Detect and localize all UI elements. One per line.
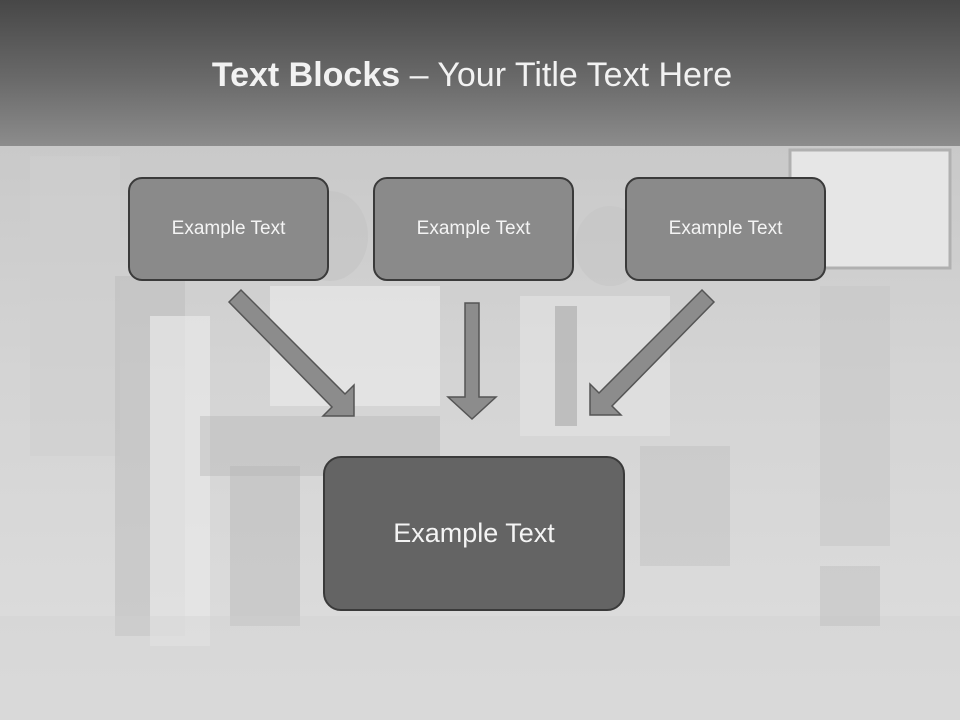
text-block-2: Example Text bbox=[373, 177, 574, 281]
result-text-block: Example Text bbox=[323, 456, 625, 611]
text-block-1: Example Text bbox=[128, 177, 329, 281]
slide-title: Text Blocks – Your Title Text Here bbox=[0, 52, 944, 98]
slide-title-bold: Text Blocks bbox=[211, 56, 401, 94]
text-block-3: Example Text bbox=[625, 177, 826, 281]
text-block-3-label: Example Text bbox=[668, 218, 783, 239]
text-block-1-label: Example Text bbox=[171, 218, 286, 239]
text-block-2-label: Example Text bbox=[416, 218, 531, 239]
result-text-block-label: Example Text bbox=[393, 518, 555, 548]
title-banner: Text Blocks – Your Title Text Here bbox=[0, 0, 960, 146]
arrow-right-diagonal bbox=[589, 288, 716, 416]
arrow-left-diagonal bbox=[227, 288, 355, 417]
arrow-center-down bbox=[446, 302, 498, 421]
slide-title-rest: – Your Title Text Here bbox=[400, 56, 733, 94]
